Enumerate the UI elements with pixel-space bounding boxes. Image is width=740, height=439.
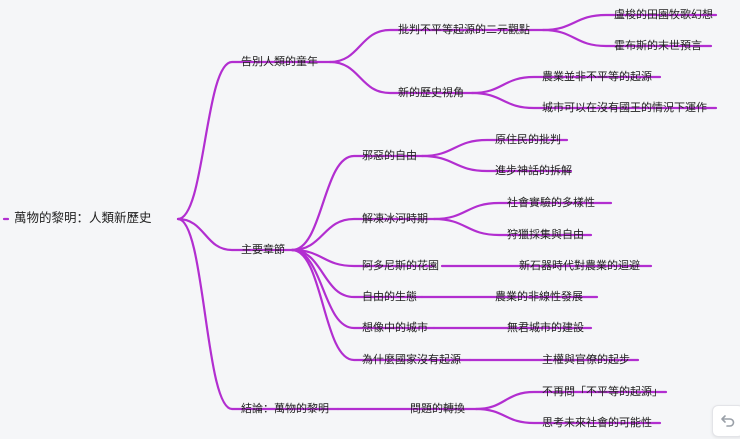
connector-edge [328,60,474,95]
connector-edge [420,154,573,173]
leaf-neolithic-avoidance[interactable]: 新石器時代對農業的迴避 [519,259,640,272]
connector-edge [176,217,294,252]
branch-main-chapters[interactable]: 主要章節 [241,243,285,256]
connector-edge [474,407,662,425]
leaf-social-experiments[interactable]: 社會實驗的多樣性 [507,196,595,209]
node-state-origin[interactable]: 為什麼國家沒有起源 [362,353,461,366]
connector-edge [290,248,472,362]
connector-edge [176,60,332,221]
node-ice-age[interactable]: 解凍冰河時期 [362,212,428,225]
connector-edge [290,217,436,252]
leaf-hobbes[interactable]: 霍布斯的末世預言 [614,39,702,52]
branch-conclusion[interactable]: 結論：萬物的黎明 [241,402,329,415]
node-wicked-liberty[interactable]: 邪惡的自由 [362,149,417,162]
connector-edge [290,154,424,252]
leaf-future-society[interactable]: 思考未來社會的可能性 [542,416,652,429]
node-dual-critique[interactable]: 批判不平等起源的二元觀點 [398,23,530,36]
undo-button[interactable] [712,405,740,437]
leaf-no-longer-ask[interactable]: 不再問「不平等的起源」 [542,385,663,398]
root-node[interactable]: 萬物的黎明：人類新歷史 [14,210,152,225]
connector-edge [470,91,718,110]
node-new-perspective[interactable]: 新的歷史視角 [398,86,464,99]
leaf-kingless-city[interactable]: 無君城市的建設 [507,321,584,334]
leaf-indigenous-critique[interactable]: 原住民的批判 [495,133,561,146]
connector-edge [432,201,613,221]
node-adonis-garden[interactable]: 阿多尼斯的花園 [362,259,439,272]
undo-icon [721,415,735,427]
node-ecology-freedom[interactable]: 自由的生態 [362,290,417,303]
branch-childhood[interactable]: 告別人類的童年 [241,55,318,68]
connector-edge [541,28,713,48]
leaf-sovereignty-bureaucracy[interactable]: 主權與官僚的起步 [542,353,630,366]
connector-edge [432,217,593,237]
leaf-rousseau[interactable]: 盧梭的田園牧歌幻想 [614,8,713,21]
node-question-shift[interactable]: 問題的轉換 [410,402,465,415]
leaf-city-without-king[interactable]: 城市可以在沒有國王的情況下運作 [542,101,707,114]
leaf-hunter-gatherer[interactable]: 狩獵採集與自由 [507,228,584,241]
leaf-agriculture-not-origin[interactable]: 農業並非不平等的起源 [542,70,652,83]
connector-edge [176,217,340,411]
connector-edge [328,28,545,64]
leaf-nonlinear-agriculture[interactable]: 農業的非線性發展 [495,290,583,303]
leaf-progress-myth[interactable]: 進步神話的拆解 [495,164,572,177]
node-imagined-city[interactable]: 想像中的城市 [362,321,428,334]
